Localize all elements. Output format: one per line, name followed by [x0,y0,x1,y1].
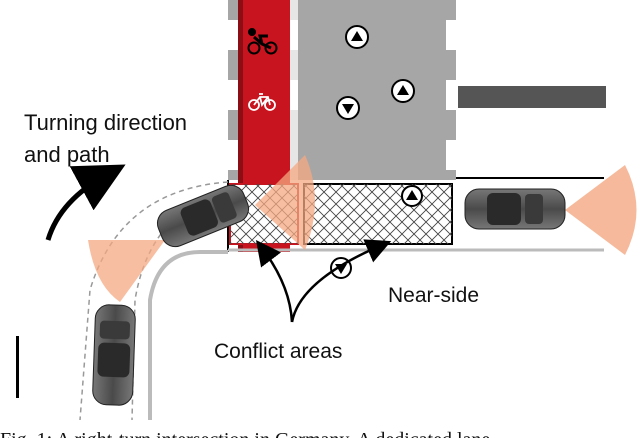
car-approaching [92,304,136,406]
bicycle-marking-icon [248,93,276,111]
conflict-areas-label: Conflict areas [214,340,342,363]
turning-direction-label: and path [24,142,110,167]
conflict-pointer-arrow [255,240,294,323]
figure-caption: Fig. 1: A right-turn intersection in Ger… [0,429,490,438]
near-side-label: Near-side [388,284,479,307]
conflict-pointer-arrow [290,239,392,323]
bike-lane-edge [238,0,243,252]
lane-separator [290,20,298,50]
car-waiting-right [464,188,566,230]
curb-line [148,250,228,420]
vision-cone [88,240,165,302]
lane-dashes-left [228,20,238,170]
vision-cone [565,165,637,255]
pedestrian-direction-marker-icon [401,185,423,207]
scale-bar [16,336,19,398]
pedestrian-direction-marker-icon [345,25,369,49]
vision-cone [255,155,315,250]
lane-dashes-right [446,20,456,170]
turning-direction-arrow [45,164,126,241]
cyclist-icon [247,28,278,55]
turning-path-outer [79,181,229,421]
pedestrian-direction-marker-icon [391,79,415,103]
car-turning [156,184,250,248]
lane-separator [290,80,298,110]
pedestrian-direction-marker-icon [336,96,360,120]
turning-direction-label: Turning direction [24,110,187,135]
road-marking [458,86,606,108]
